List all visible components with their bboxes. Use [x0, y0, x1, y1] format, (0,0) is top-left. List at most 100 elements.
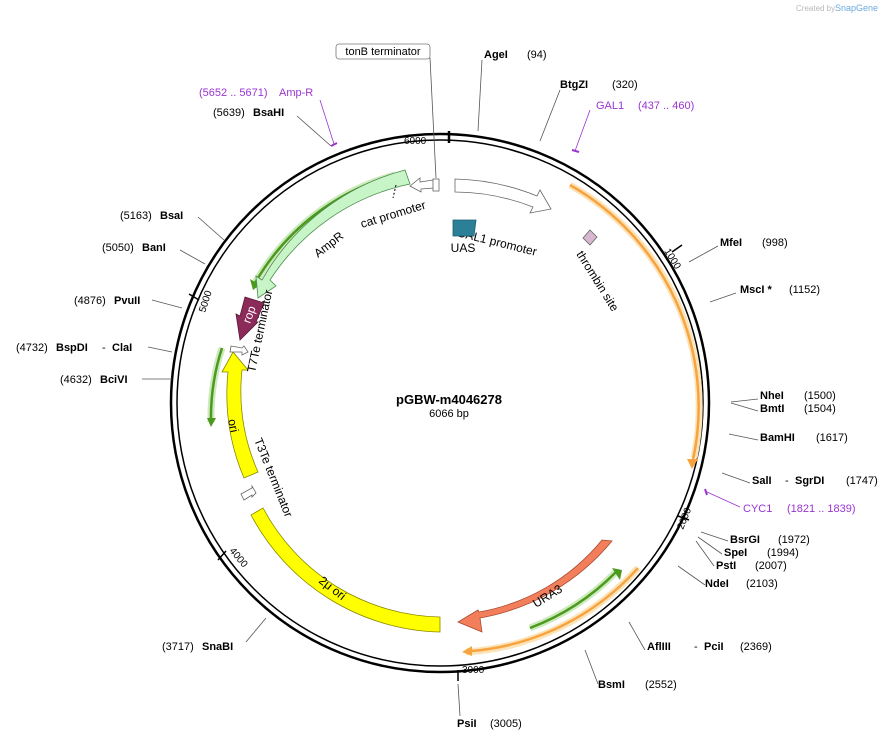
primer-gal1-name: GAL1: [596, 100, 624, 112]
thrombin-site-feature: [582, 229, 598, 246]
site-bsai: BsaI: [160, 210, 183, 222]
tick-2000: 2000: [676, 506, 695, 531]
site-psti: PstI: [716, 560, 736, 572]
site-leaders: [142, 59, 759, 717]
primer-ampr-leader: [319, 99, 335, 145]
site-afliii: AflIII: [647, 641, 671, 653]
orange-arc2-head: [462, 646, 472, 656]
green-arc-ori-head: [207, 418, 216, 427]
site-sgrdi: SgrDI: [795, 475, 824, 487]
green-arc-ura3-head: [612, 568, 622, 580]
site-msci-pos: (1152): [789, 284, 820, 296]
site-psti-pos: (2007): [755, 560, 787, 572]
orange-arc2: [471, 567, 639, 653]
site-bamhi-pos: (1617): [816, 432, 848, 444]
primer-cyc1-name: CYC1: [743, 503, 772, 515]
tick-4000-mark: [217, 550, 227, 561]
site-btgzi: BtgZI: [560, 79, 588, 91]
t3te-terminator-feature: [240, 484, 257, 501]
tick-1000: 1000: [661, 247, 682, 272]
t3te-label: T3Te terminator: [251, 436, 295, 519]
backbone-outer: [169, 132, 711, 674]
site-ndei: NdeI: [705, 578, 729, 590]
gal1-promoter-feature: [454, 178, 552, 214]
site-pvuii: PvuII: [114, 295, 140, 307]
ori-label: ori: [225, 418, 241, 434]
primer-ampr-name: Amp-R: [279, 87, 313, 99]
primer-cyc1-mark: [704, 488, 708, 496]
t7te-terminator-feature: [229, 345, 249, 356]
site-bsahi-pos: (5639): [213, 107, 245, 119]
tick-3000: 3000: [462, 665, 485, 676]
tonb-leader: [429, 57, 437, 179]
ori-feature: [221, 351, 259, 479]
site-bspdi-pos: (4732): [16, 342, 48, 354]
tonb-terminator-feature: [432, 178, 440, 192]
site-bmti-pos: (1504): [804, 403, 836, 415]
ampr-feature: [255, 169, 411, 299]
site-bsmi-pos: (2552): [645, 679, 677, 691]
tonb-label: tonB terminator: [345, 46, 421, 58]
site-bsahi: BsaHI: [253, 107, 284, 119]
site-bani: BanI: [142, 242, 166, 254]
orange-arc: [569, 183, 700, 461]
site-bspdi-sep: -: [102, 342, 106, 354]
tonb-box: [335, 43, 431, 60]
site-sali-pos: (1747): [846, 475, 878, 487]
primer-cyc1-leader: [706, 491, 741, 508]
two-micron-ori-feature: [250, 507, 441, 633]
primer-gal1-range: (437 .. 460): [638, 100, 694, 112]
tick-4000: 4000: [227, 546, 250, 570]
primer-ampr-range: (5652 .. 5671): [199, 87, 268, 99]
site-afliii-pos: (2369): [740, 641, 772, 653]
site-bsmi: BsmI: [598, 679, 625, 691]
cat-promoter-label: cat promoter: [359, 198, 428, 231]
primer-cyc1-range: (1821 .. 1839): [787, 503, 856, 515]
thrombin-label: thrombin site: [573, 248, 621, 314]
site-pcii: PciI: [704, 641, 724, 653]
ampr-label: AmpR: [311, 229, 346, 261]
ura3-label: URA3: [530, 582, 565, 611]
cat-promoter-feature: [409, 177, 435, 193]
site-pvuii-pos: (4876): [74, 295, 106, 307]
green-arc-ura3: [529, 571, 617, 630]
primer-ampr-mark: [330, 142, 338, 147]
site-snabi: SnaBI: [202, 641, 233, 653]
uas-feature: [452, 219, 477, 237]
orange-arc-head: [687, 459, 698, 469]
site-bspdi: BspDI: [56, 342, 88, 354]
tick-5000: 5000: [197, 289, 214, 314]
site-sali: SalI: [752, 475, 772, 487]
site-psii-pos: (3005): [490, 718, 522, 730]
plasmid-size: 6066 bp: [429, 408, 469, 420]
site-agei-pos: (94): [527, 49, 547, 61]
site-bsrgi-pos: (1972): [778, 534, 810, 546]
site-nhei: NheI: [760, 390, 784, 402]
tick-5000-mark: [188, 293, 200, 301]
credit-created-by: Created by: [796, 4, 835, 13]
site-afliii-sep: -: [694, 641, 698, 653]
site-mfei-pos: (998): [762, 237, 788, 249]
site-bsai-pos: (5163): [120, 210, 152, 222]
primer-gal1-mark: [571, 149, 580, 153]
uas-label: UAS: [451, 241, 476, 255]
green-arc-ampr-head: [250, 279, 260, 290]
ura3-feature: [457, 539, 613, 633]
site-mfei: MfeI: [720, 237, 742, 249]
site-btgzi-pos: (320): [612, 79, 638, 91]
credit-brand: SnapGene: [835, 3, 878, 13]
site-bsrgi: BsrGI: [730, 534, 760, 546]
rop-label: rop: [240, 304, 259, 325]
site-psii: PsiI: [457, 718, 477, 730]
site-nhei-pos: (1500): [804, 390, 836, 402]
site-bcivi: BciVI: [100, 374, 128, 386]
site-bmti: BmtI: [760, 403, 784, 415]
site-spei-pos: (1994): [767, 547, 799, 559]
tick-2000-mark: [677, 515, 690, 521]
site-msci: MscI *: [740, 284, 773, 296]
site-bani-pos: (5050): [102, 242, 134, 254]
rop-feature: [235, 296, 265, 341]
tick-6000: 6000: [404, 136, 427, 147]
site-sali-sep: -: [785, 475, 789, 487]
